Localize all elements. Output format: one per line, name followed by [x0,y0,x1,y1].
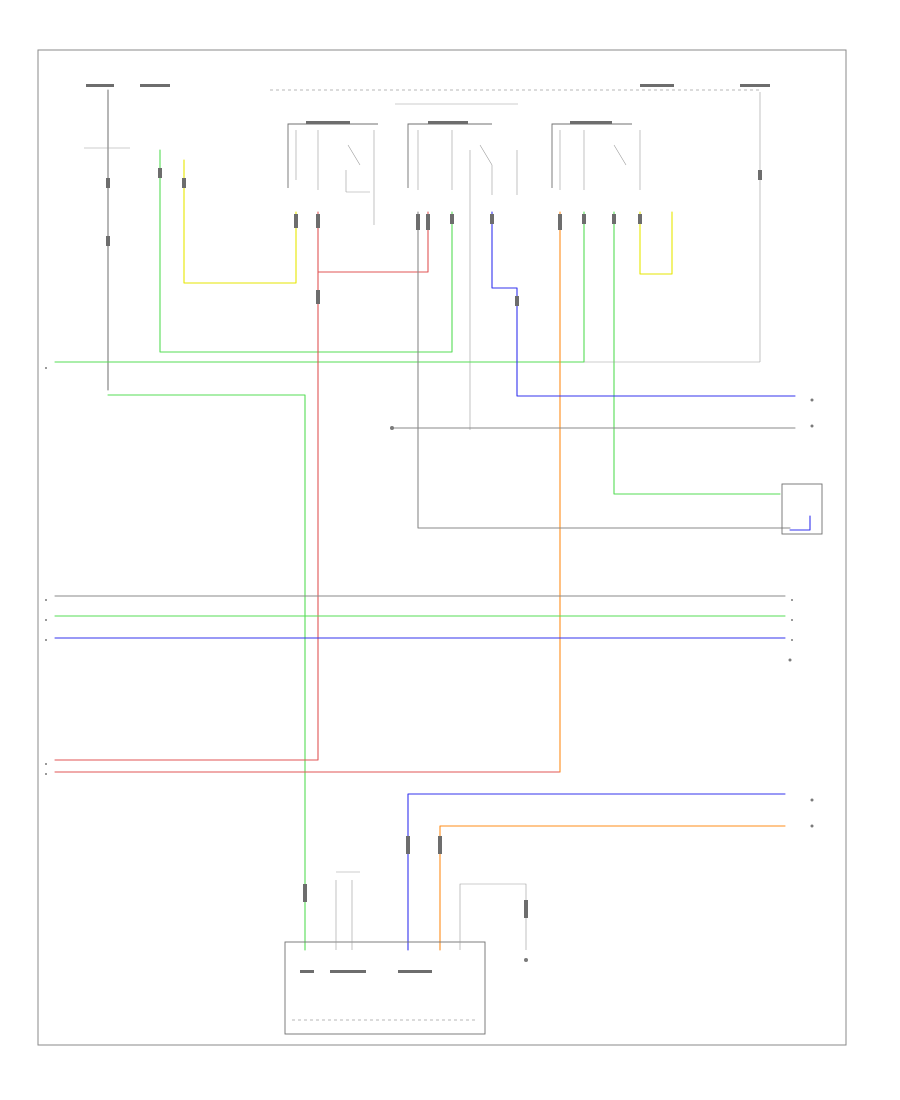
relay-1-outline [287,123,378,188]
right-component-2-box [781,483,823,535]
relay-3-outline [551,123,632,188]
bottom-ground-group [459,883,528,962]
stub-relay2-blue [490,214,494,224]
relay-1 [287,121,378,225]
stub-red-mid [316,290,320,304]
right-terminal-1 [810,398,814,402]
bottom-ground-terminal [524,958,528,962]
bottom-ground-wire [459,883,527,950]
fuse-right-2-bar [740,84,770,87]
control-unit [284,871,486,1035]
stub-relay1-yellow [294,214,298,228]
wire-yellow-right [639,211,673,275]
control-unit-pin-2 [330,970,366,973]
stub-bottom-ground [524,900,528,918]
wire-gray-relay2 [417,211,791,529]
left-terminal-3 [45,619,47,621]
fuse-right-1-bar [640,84,674,87]
wire-green-right [613,211,781,495]
stub-right-top [758,170,762,180]
wire-green-top-left [159,149,453,353]
upper-ground-marker [390,426,394,430]
stub-yellow-1 [182,178,186,188]
stub-relay3-green2 [612,214,616,224]
diagram-frame [37,49,847,1046]
wire-red-relay-link [317,211,429,273]
relay-2 [407,121,518,430]
stub-relay2-green [450,214,454,224]
right-terminal-mid-2 [791,619,793,621]
stub-bottom-green [303,884,307,902]
stub-relay3-green [582,214,586,224]
right-module-group [810,798,814,828]
left-terminal-2 [45,599,47,601]
right-terminal-2 [810,424,814,428]
stub-relay3-yellow [638,214,642,224]
top-fuse-group [86,84,770,105]
right-component-2 [781,483,823,535]
relay-1-header [306,121,350,124]
left-terminal-5 [45,763,47,765]
stub-blue-mid [515,296,519,306]
stub-relay2-gray [416,214,420,230]
left-terminal-1 [45,367,47,369]
relay-3-switch [613,144,627,166]
fuse-2-bar [140,84,170,87]
stub-relay2-red [426,214,430,230]
stub-relay1-red [316,214,320,228]
relay-1-switch [347,144,361,166]
stub-top-left-1 [106,178,110,188]
relay-3-header [570,121,612,124]
control-unit-pin-3 [398,970,432,973]
right-terminal-mid-1 [791,599,793,601]
stub-relay3-orange [558,214,562,230]
wire-orange-right [439,825,786,951]
stub-green-1 [158,168,162,178]
wire-green-long [54,211,585,363]
left-terminal-4 [45,639,47,641]
fuse-left-bar [86,84,114,87]
wire-yellow-left [183,159,297,284]
wire-blue-lower [407,793,786,951]
wire-green-down [107,394,306,951]
control-unit-box [284,941,486,1035]
left-wire-terminals [45,367,793,775]
right-module-terminal-2 [810,824,814,828]
wire-blue-connector [789,515,811,531]
connector-stubs [106,168,762,918]
stub-bottom-blue [406,836,410,854]
stub-top-left-2 [106,236,110,246]
right-module-terminal-1 [810,798,814,802]
wire-red-down [54,271,319,761]
stub-bottom-orange [438,836,442,854]
wire-blue-upper [491,211,796,397]
relay-2-switch [479,144,493,166]
left-terminal-6 [45,773,47,775]
right-terminal-mid-3 [791,639,793,641]
right-component-1 [810,398,814,428]
right-ground-terminal [788,658,792,662]
relay-2-header [428,121,468,124]
upper-ground-terminal [390,426,394,430]
right-ground-group [788,658,792,662]
control-unit-pin-1 [300,970,314,973]
relay-3 [551,121,641,190]
relay-2-outline [407,123,492,188]
